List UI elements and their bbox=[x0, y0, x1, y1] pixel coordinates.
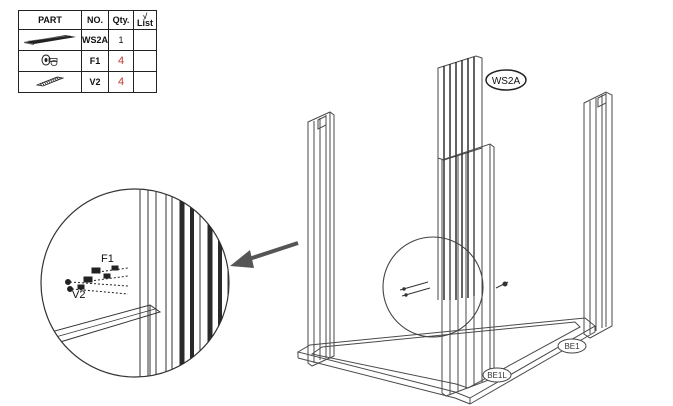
right-corner-post bbox=[583, 91, 613, 339]
left-corner-post bbox=[307, 111, 335, 367]
ws2a-panel bbox=[437, 55, 483, 300]
be1-callout-oval bbox=[557, 338, 587, 354]
be1l-callout-label: BE1L bbox=[487, 371, 507, 380]
f1-screws bbox=[83, 265, 129, 283]
table-row: WS2A 1 bbox=[18, 29, 158, 51]
detail-arrow-icon bbox=[230, 241, 299, 268]
part-number: V2 bbox=[80, 71, 110, 93]
v2-label: V2 bbox=[72, 289, 85, 301]
parts-table: PART NO. Qty. √ List WS2A 1 F1 bbox=[18, 10, 158, 93]
ws2a-callout-oval bbox=[485, 69, 527, 91]
base-frame bbox=[296, 317, 596, 405]
f1-label: F1 bbox=[101, 253, 114, 265]
v2-nuts bbox=[65, 279, 129, 295]
detail-highlight-circle bbox=[382, 236, 484, 338]
be1l-callout-oval bbox=[482, 367, 512, 383]
be1-callout-label: BE1 bbox=[564, 342, 580, 351]
table-row: V2 4 bbox=[18, 71, 158, 93]
ws2a-callout-label: WS2A bbox=[492, 76, 521, 87]
enlarged-detail-view bbox=[40, 188, 230, 378]
fastener-marks bbox=[399, 281, 509, 297]
checkmark-icon: √ bbox=[142, 12, 148, 21]
header-list-label: List bbox=[137, 18, 154, 28]
header-list: √ List bbox=[133, 10, 158, 30]
part-check-cell[interactable] bbox=[133, 71, 158, 93]
parts-table-header: PART NO. Qty. √ List bbox=[18, 10, 158, 30]
callout-labels: WS2A F1 V2 BE1 BE1L bbox=[72, 69, 587, 383]
